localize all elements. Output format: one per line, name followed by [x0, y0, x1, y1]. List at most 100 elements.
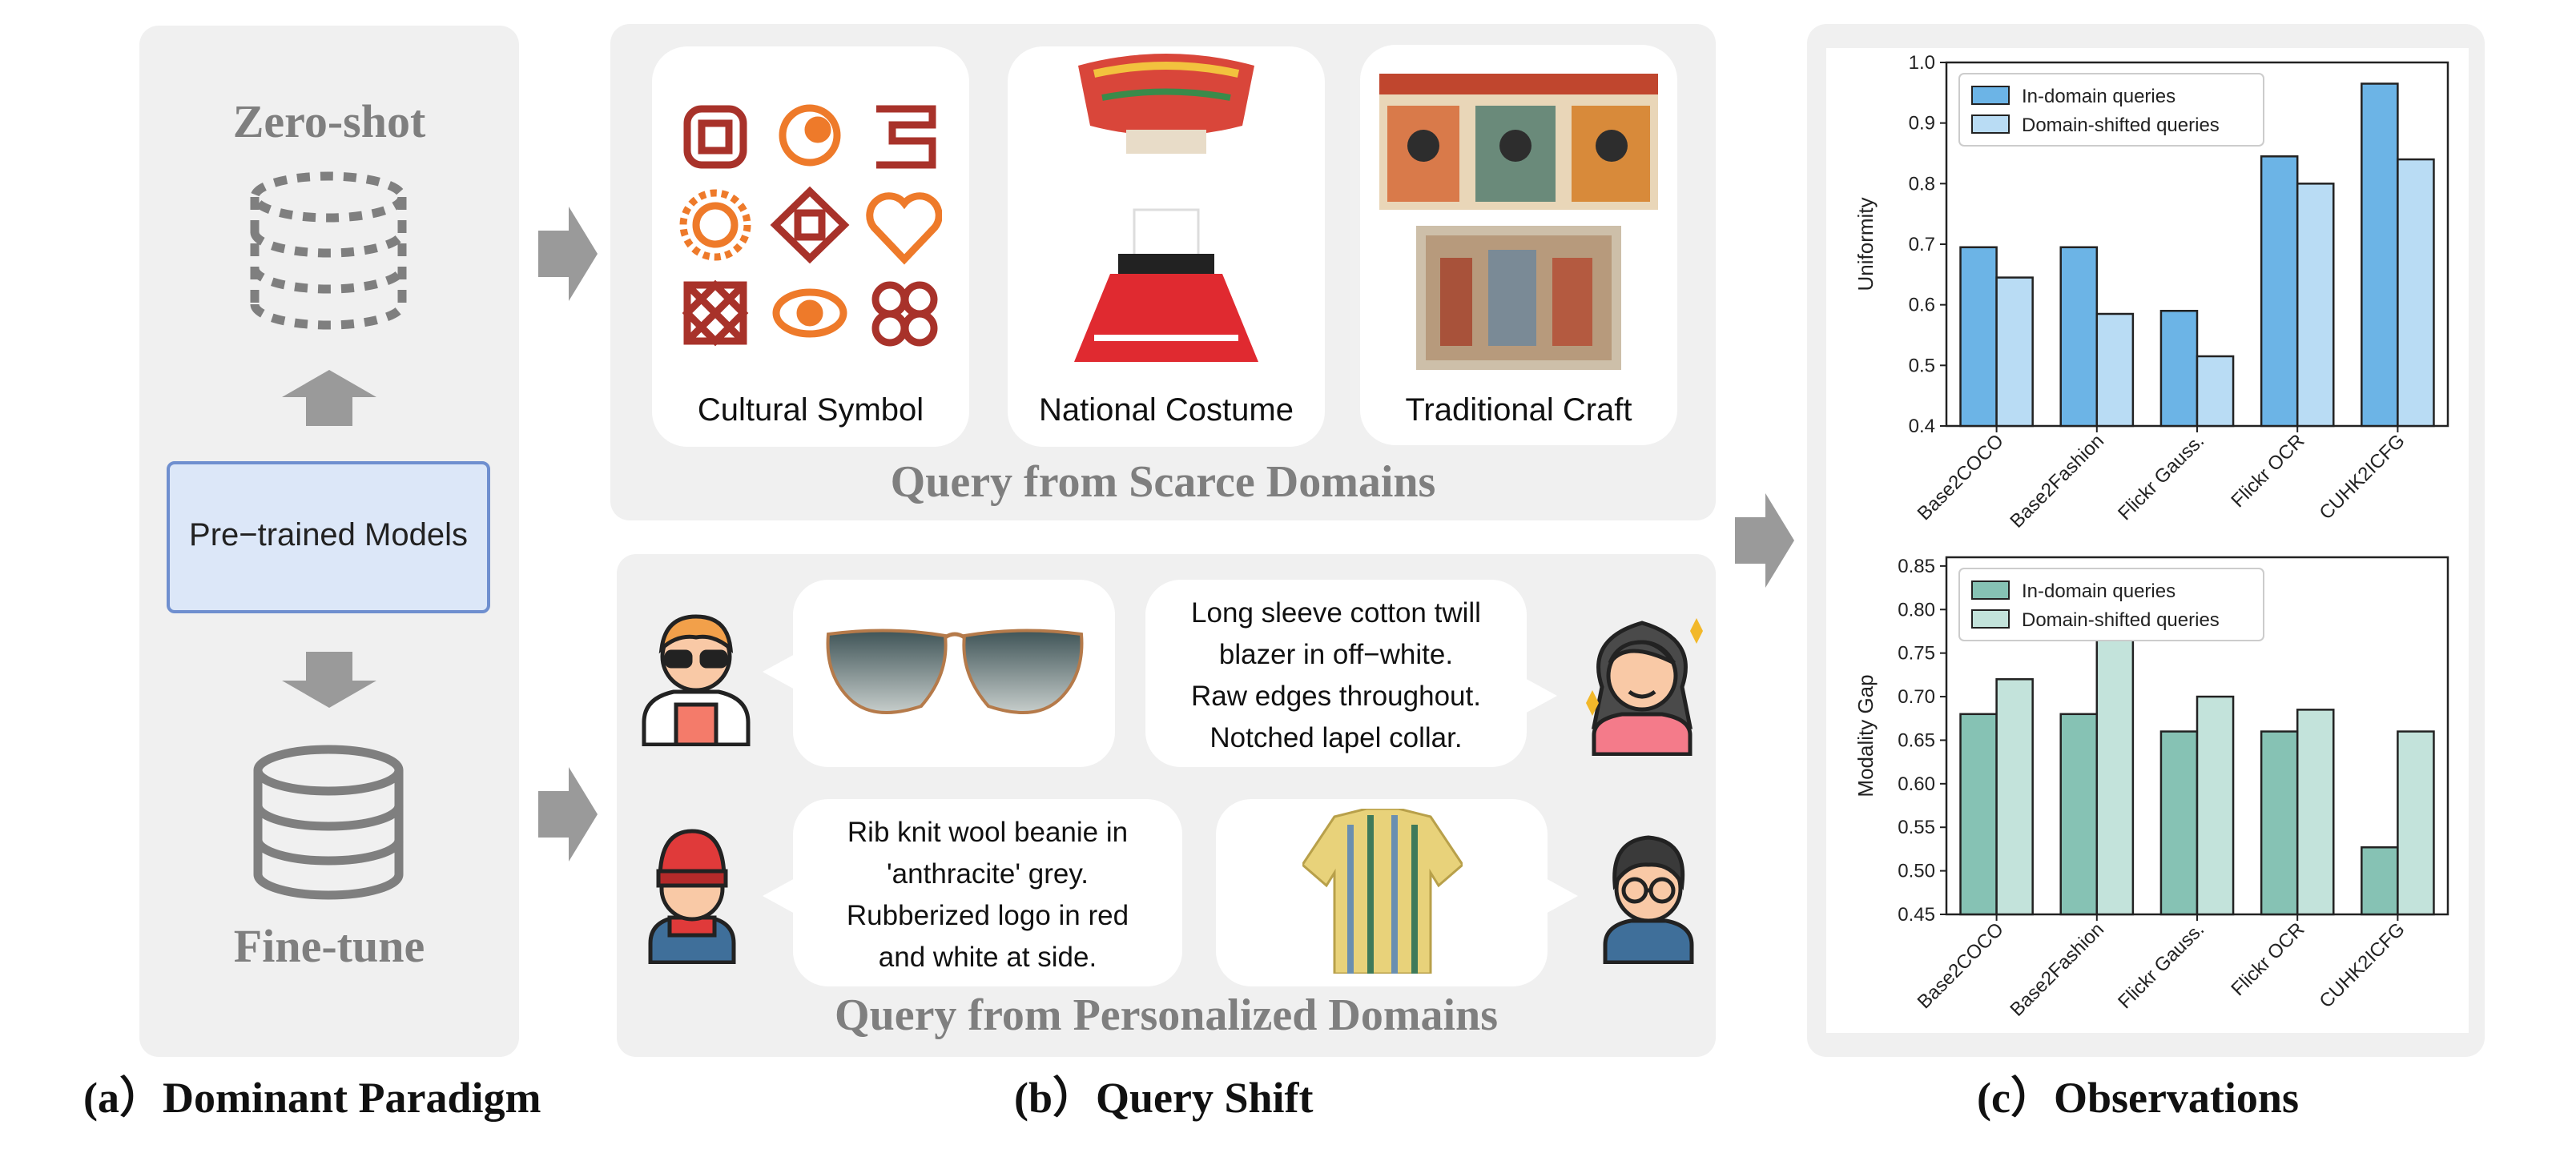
blazer-query-line: blazer in off−white.	[1218, 639, 1454, 670]
beanie-query-line: 'anthracite' grey.	[886, 858, 1089, 890]
bar-in-domain	[2159, 309, 2199, 428]
y-tick-label: 0.50	[1898, 861, 1935, 882]
beanie-query-line: and white at side.	[878, 942, 1097, 973]
x-tick-label: Base2COCO	[1914, 918, 2008, 1013]
blazer-query-line: Notched lapel collar.	[1210, 722, 1463, 753]
avatar-glasses-boy-icon	[1603, 835, 1694, 964]
bubble-tail	[1523, 677, 1557, 714]
right-arrow-icon	[538, 207, 598, 301]
blazer-query-line: Raw edges throughout.	[1191, 681, 1481, 712]
x-tick-label: Base2Fashion	[2006, 918, 2108, 1021]
legend-swatch	[1971, 86, 2010, 105]
cultural-symbols-icon-grid	[679, 104, 942, 347]
y-tick-label: 1.0	[1909, 52, 1935, 74]
bar-domain-shifted	[1995, 678, 2034, 916]
y-tick-label: 0.4	[1909, 416, 1935, 437]
y-tick-label: 0.45	[1898, 904, 1935, 926]
y-tick-label: 0.7	[1909, 234, 1935, 255]
bar-in-domain	[2260, 730, 2299, 916]
y-tick-label: 0.85	[1898, 556, 1935, 577]
bubble-beanie	[793, 799, 1182, 986]
x-tick-label: Base2COCO	[1914, 430, 2008, 524]
legend-box	[1958, 568, 2264, 641]
modality-gap-chart: 0.45 0.50 0.55 0.60 0.65 0.70 0.75 0.80 0.85Moda…	[1854, 556, 2449, 1021]
y-tick-label: 0.75	[1898, 643, 1935, 665]
up-arrow-icon	[282, 370, 376, 426]
fine-tune-title: Fine-tune	[233, 920, 425, 972]
x-tick-label: Base2Fashion	[2006, 430, 2108, 532]
avatar-woman-icon	[1586, 618, 1703, 756]
pretrained-models-box	[167, 461, 490, 613]
legend-box	[1958, 73, 2264, 147]
x-tick-label: CUHK2ICFG	[2315, 430, 2409, 524]
bar-in-domain	[2059, 713, 2099, 916]
card-label-traditional-craft: Traditional Craft	[1405, 392, 1632, 428]
x-tick-label: Flickr OCR	[2227, 430, 2308, 512]
avatar-beanie-person-icon	[648, 829, 736, 964]
uniformity-chart: 0.40.50.60.70.80.91.0UniformityBase2COCO…	[1854, 52, 2449, 532]
shirt-photo	[1302, 809, 1463, 974]
legend-label: Domain-shifted queries	[2022, 609, 2220, 631]
x-tick-label: Flickr OCR	[2227, 918, 2308, 1000]
bar-in-domain	[1959, 713, 1998, 916]
scarce-domains-title: Query from Scarce Domains	[890, 457, 1436, 507]
y-tick-label: 0.8	[1909, 173, 1935, 195]
zero-shot-database-icon	[250, 171, 407, 330]
zero-shot-title: Zero-shot	[232, 95, 426, 147]
bar-domain-shifted	[2397, 730, 2435, 916]
legend-label: Domain-shifted queries	[2022, 114, 2220, 136]
bar-domain-shifted	[2397, 158, 2435, 428]
x-tick-label: CUHK2ICFG	[2315, 918, 2409, 1012]
beanie-query-line: Rib knit wool beanie in	[847, 817, 1129, 848]
bubble-tail	[763, 878, 796, 914]
y-tick-label: 0.60	[1898, 773, 1935, 795]
legend-swatch	[1971, 609, 2010, 629]
y-axis-label: Modality Gap	[1854, 674, 1878, 797]
bar-in-domain	[2260, 155, 2299, 428]
bar-domain-shifted	[2196, 695, 2235, 916]
caption-a: (a）Dominant Paradigm	[83, 1074, 541, 1122]
y-axis-label: Uniformity	[1854, 197, 1878, 291]
y-tick-label: 0.65	[1898, 729, 1935, 751]
bar-in-domain	[2361, 846, 2399, 916]
bubble-blazer	[1145, 580, 1527, 767]
bar-domain-shifted	[1995, 276, 2034, 428]
bubble-tail	[763, 653, 796, 690]
avatar-sunglasses-man-icon	[642, 614, 751, 746]
legend-label: In-domain queries	[2022, 86, 2176, 107]
bar-in-domain	[1959, 246, 1998, 428]
fine-tune-database-icon	[253, 745, 404, 900]
bar-domain-shifted	[2095, 312, 2135, 428]
bar-domain-shifted	[2095, 625, 2135, 916]
blazer-query-line: Long sleeve cotton twill	[1191, 597, 1481, 629]
bar-in-domain	[2159, 730, 2199, 916]
bar-in-domain	[2361, 82, 2399, 428]
right-arrow-icon	[538, 767, 598, 862]
painting-photo	[1416, 226, 1621, 370]
legend-swatch	[1971, 580, 2010, 600]
x-tick-label: Flickr Gauss.	[2114, 430, 2208, 524]
legend-swatch	[1971, 114, 2010, 134]
y-tick-label: 0.5	[1909, 355, 1935, 376]
bar-domain-shifted	[2296, 709, 2335, 916]
personalized-domains-title: Query from Personalized Domains	[835, 990, 1498, 1040]
caption-b: (b）Query Shift	[1014, 1074, 1314, 1122]
card-label-national-costume: National Costume	[1039, 392, 1294, 428]
card-label-cultural-symbol: Cultural Symbol	[697, 392, 924, 428]
x-tick-label: Flickr Gauss.	[2114, 918, 2208, 1013]
caption-c: (c）Observations	[1977, 1074, 2299, 1122]
sunglasses-photo	[826, 629, 1084, 714]
y-tick-label: 0.80	[1898, 599, 1935, 621]
bubble-tail	[1544, 878, 1578, 914]
beanie-query-line: Rubberized logo in red	[846, 900, 1129, 931]
right-arrow-icon	[1735, 493, 1794, 588]
legend-label: In-domain queries	[2022, 580, 2176, 602]
bar-in-domain	[2059, 246, 2099, 428]
y-tick-label: 0.70	[1898, 686, 1935, 708]
y-tick-label: 0.55	[1898, 817, 1935, 838]
bar-domain-shifted	[2196, 355, 2235, 428]
y-tick-label: 0.6	[1909, 295, 1935, 316]
bar-domain-shifted	[2296, 183, 2335, 428]
pretrained-models-label: Pre−trained Models	[189, 517, 468, 552]
down-arrow-icon	[282, 652, 376, 708]
